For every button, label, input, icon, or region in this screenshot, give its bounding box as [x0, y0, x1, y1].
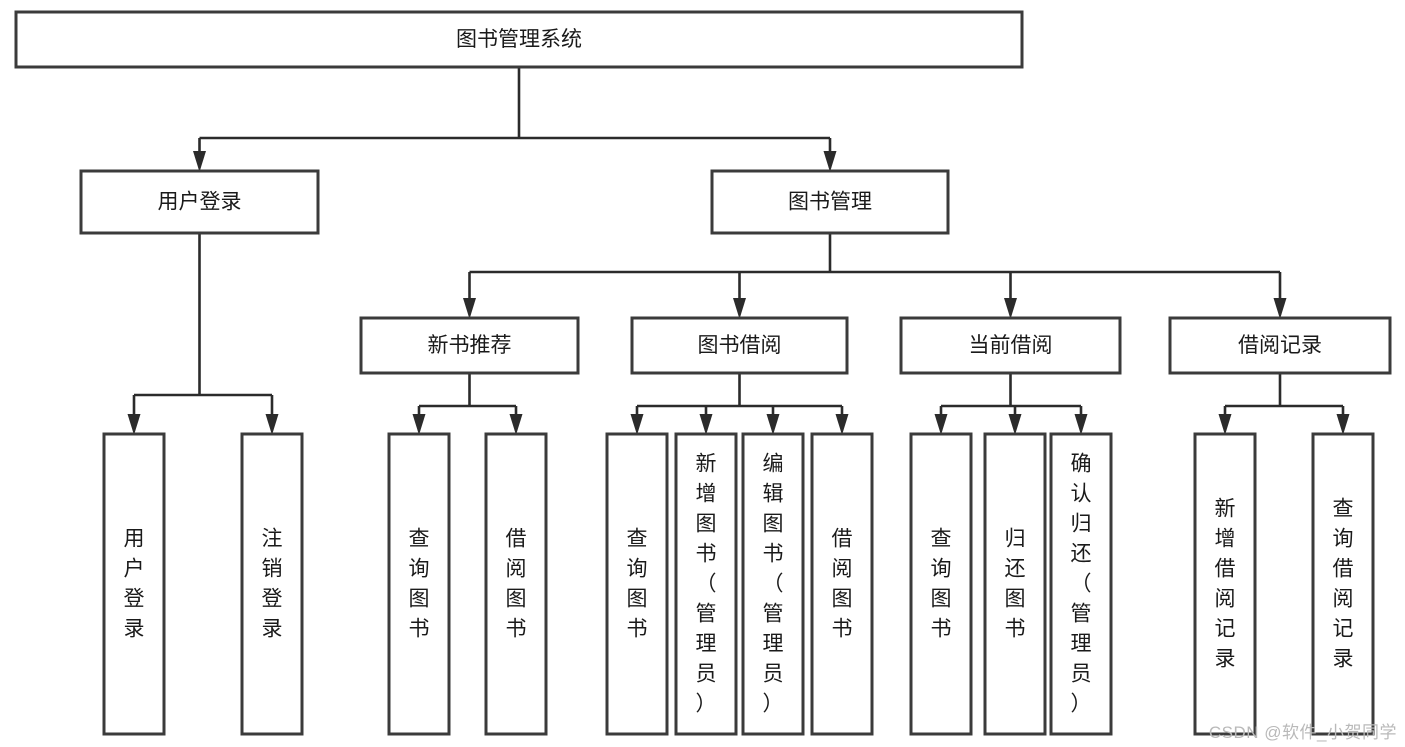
- node-leaf-borrow-book-2[interactable]: 借阅图书: [810, 432, 874, 736]
- arrow-head-icon: [1336, 414, 1350, 435]
- connector-group-current-borrow: [934, 373, 1088, 435]
- node-label-current-borrow: 当前借阅: [969, 334, 1053, 357]
- node-leaf-query-book-3[interactable]: 查询图书: [909, 432, 973, 736]
- node-box-leaf-borrow-book-2: [810, 432, 874, 736]
- node-user-login[interactable]: 用户登录: [79, 169, 320, 235]
- node-leaf-query-book-2[interactable]: 查询图书: [605, 432, 669, 736]
- node-box-leaf-query-book-3: [909, 432, 973, 736]
- node-box-leaf-query-borrow-record: [1311, 432, 1375, 736]
- watermark-label: CSDN @软件_小贺同学: [1208, 723, 1397, 742]
- node-leaf-borrow-book-1[interactable]: 借阅图书: [484, 432, 548, 736]
- node-box-leaf-user-login: [102, 432, 166, 736]
- connector-group-book-borrow: [630, 373, 849, 435]
- node-label-leaf-edit-book: 编辑图书（管理员）: [763, 453, 784, 716]
- node-label-leaf-user-login: 用户登录: [124, 528, 145, 641]
- node-layer: 图书管理系统用户登录图书管理新书推荐图书借阅当前借阅借阅记录用户登录注销登录查询…: [14, 10, 1392, 736]
- arrow-head-icon: [463, 298, 476, 319]
- node-label-leaf-add-book: 新增图书（管理员）: [696, 453, 717, 716]
- node-label-leaf-add-borrow-record: 新增借阅记录: [1215, 498, 1236, 671]
- node-leaf-add-book[interactable]: 新增图书（管理员）: [674, 432, 738, 736]
- node-label-leaf-query-book-2: 查询图书: [627, 528, 648, 641]
- node-label-leaf-query-book-3: 查询图书: [931, 528, 952, 641]
- node-label-borrow-record: 借阅记录: [1238, 334, 1322, 357]
- node-label-leaf-confirm-return: 确认归还（管理员）: [1071, 453, 1092, 716]
- node-box-book-manage: [710, 169, 950, 235]
- node-box-leaf-return-book: [983, 432, 1047, 736]
- arrow-head-icon: [509, 414, 523, 435]
- arrow-head-icon: [1273, 298, 1287, 319]
- arrow-head-icon: [1004, 298, 1017, 319]
- arrow-head-icon: [766, 414, 780, 435]
- connector-group-user-login: [127, 233, 279, 435]
- node-box-leaf-query-book-1: [387, 432, 451, 736]
- node-box-leaf-query-book-2: [605, 432, 669, 736]
- arrow-head-icon: [412, 414, 426, 435]
- node-box-root: [14, 10, 1024, 69]
- node-box-new-book-recommend: [359, 316, 580, 375]
- node-label-leaf-borrow-book-2: 借阅图书: [832, 528, 853, 641]
- node-box-user-login: [79, 169, 320, 235]
- arrow-head-icon: [1074, 414, 1088, 435]
- node-leaf-user-logout[interactable]: 注销登录: [240, 432, 304, 736]
- node-label-leaf-return-book: 归还图书: [1005, 528, 1026, 641]
- node-book-borrow[interactable]: 图书借阅: [630, 316, 849, 375]
- node-leaf-edit-book[interactable]: 编辑图书（管理员）: [741, 432, 805, 736]
- connector-group-root: [193, 67, 837, 172]
- arrow-head-icon: [127, 414, 141, 435]
- node-label-leaf-query-borrow-record: 查询借阅记录: [1333, 498, 1354, 671]
- node-box-book-borrow: [630, 316, 849, 375]
- node-current-borrow[interactable]: 当前借阅: [899, 316, 1122, 375]
- node-box-leaf-borrow-book-1: [484, 432, 548, 736]
- node-box-leaf-edit-book: [741, 432, 805, 736]
- arrow-head-icon: [835, 414, 849, 435]
- node-book-manage[interactable]: 图书管理: [710, 169, 950, 235]
- node-borrow-record[interactable]: 借阅记录: [1168, 316, 1392, 375]
- arrow-head-icon: [699, 414, 713, 435]
- arrow-head-icon: [934, 414, 948, 435]
- node-root[interactable]: 图书管理系统: [14, 10, 1024, 69]
- node-leaf-query-book-1[interactable]: 查询图书: [387, 432, 451, 736]
- node-new-book-recommend[interactable]: 新书推荐: [359, 316, 580, 375]
- node-leaf-confirm-return[interactable]: 确认归还（管理员）: [1049, 432, 1113, 736]
- arrow-head-icon: [823, 151, 837, 172]
- node-leaf-return-book[interactable]: 归还图书: [983, 432, 1047, 736]
- node-leaf-query-borrow-record[interactable]: 查询借阅记录: [1311, 432, 1375, 736]
- connector-group-new-book-recommend: [412, 373, 523, 435]
- node-box-leaf-add-book: [674, 432, 738, 736]
- node-leaf-add-borrow-record[interactable]: 新增借阅记录: [1193, 432, 1257, 736]
- arrow-head-icon: [1008, 414, 1022, 435]
- connector-layer: [127, 67, 1350, 435]
- node-label-book-manage: 图书管理: [788, 191, 872, 214]
- node-label-leaf-borrow-book-1: 借阅图书: [506, 528, 527, 641]
- arrow-head-icon: [193, 151, 206, 172]
- node-label-new-book-recommend: 新书推荐: [428, 334, 512, 357]
- node-box-borrow-record: [1168, 316, 1392, 375]
- node-leaf-user-login[interactable]: 用户登录: [102, 432, 166, 736]
- arrow-head-icon: [1218, 414, 1232, 435]
- arrow-head-icon: [265, 414, 279, 435]
- node-box-leaf-add-borrow-record: [1193, 432, 1257, 736]
- arrow-head-icon: [733, 298, 746, 319]
- connector-group-book-manage: [463, 233, 1287, 319]
- node-box-leaf-confirm-return: [1049, 432, 1113, 736]
- node-label-root: 图书管理系统: [456, 28, 582, 51]
- node-label-leaf-query-book-1: 查询图书: [409, 528, 430, 641]
- node-label-leaf-user-logout: 注销登录: [262, 528, 283, 641]
- node-box-leaf-user-logout: [240, 432, 304, 736]
- node-label-book-borrow: 图书借阅: [698, 334, 782, 357]
- node-box-current-borrow: [899, 316, 1122, 375]
- connector-group-borrow-record: [1218, 373, 1350, 435]
- node-label-user-login: 用户登录: [158, 191, 242, 214]
- arrow-head-icon: [630, 414, 644, 435]
